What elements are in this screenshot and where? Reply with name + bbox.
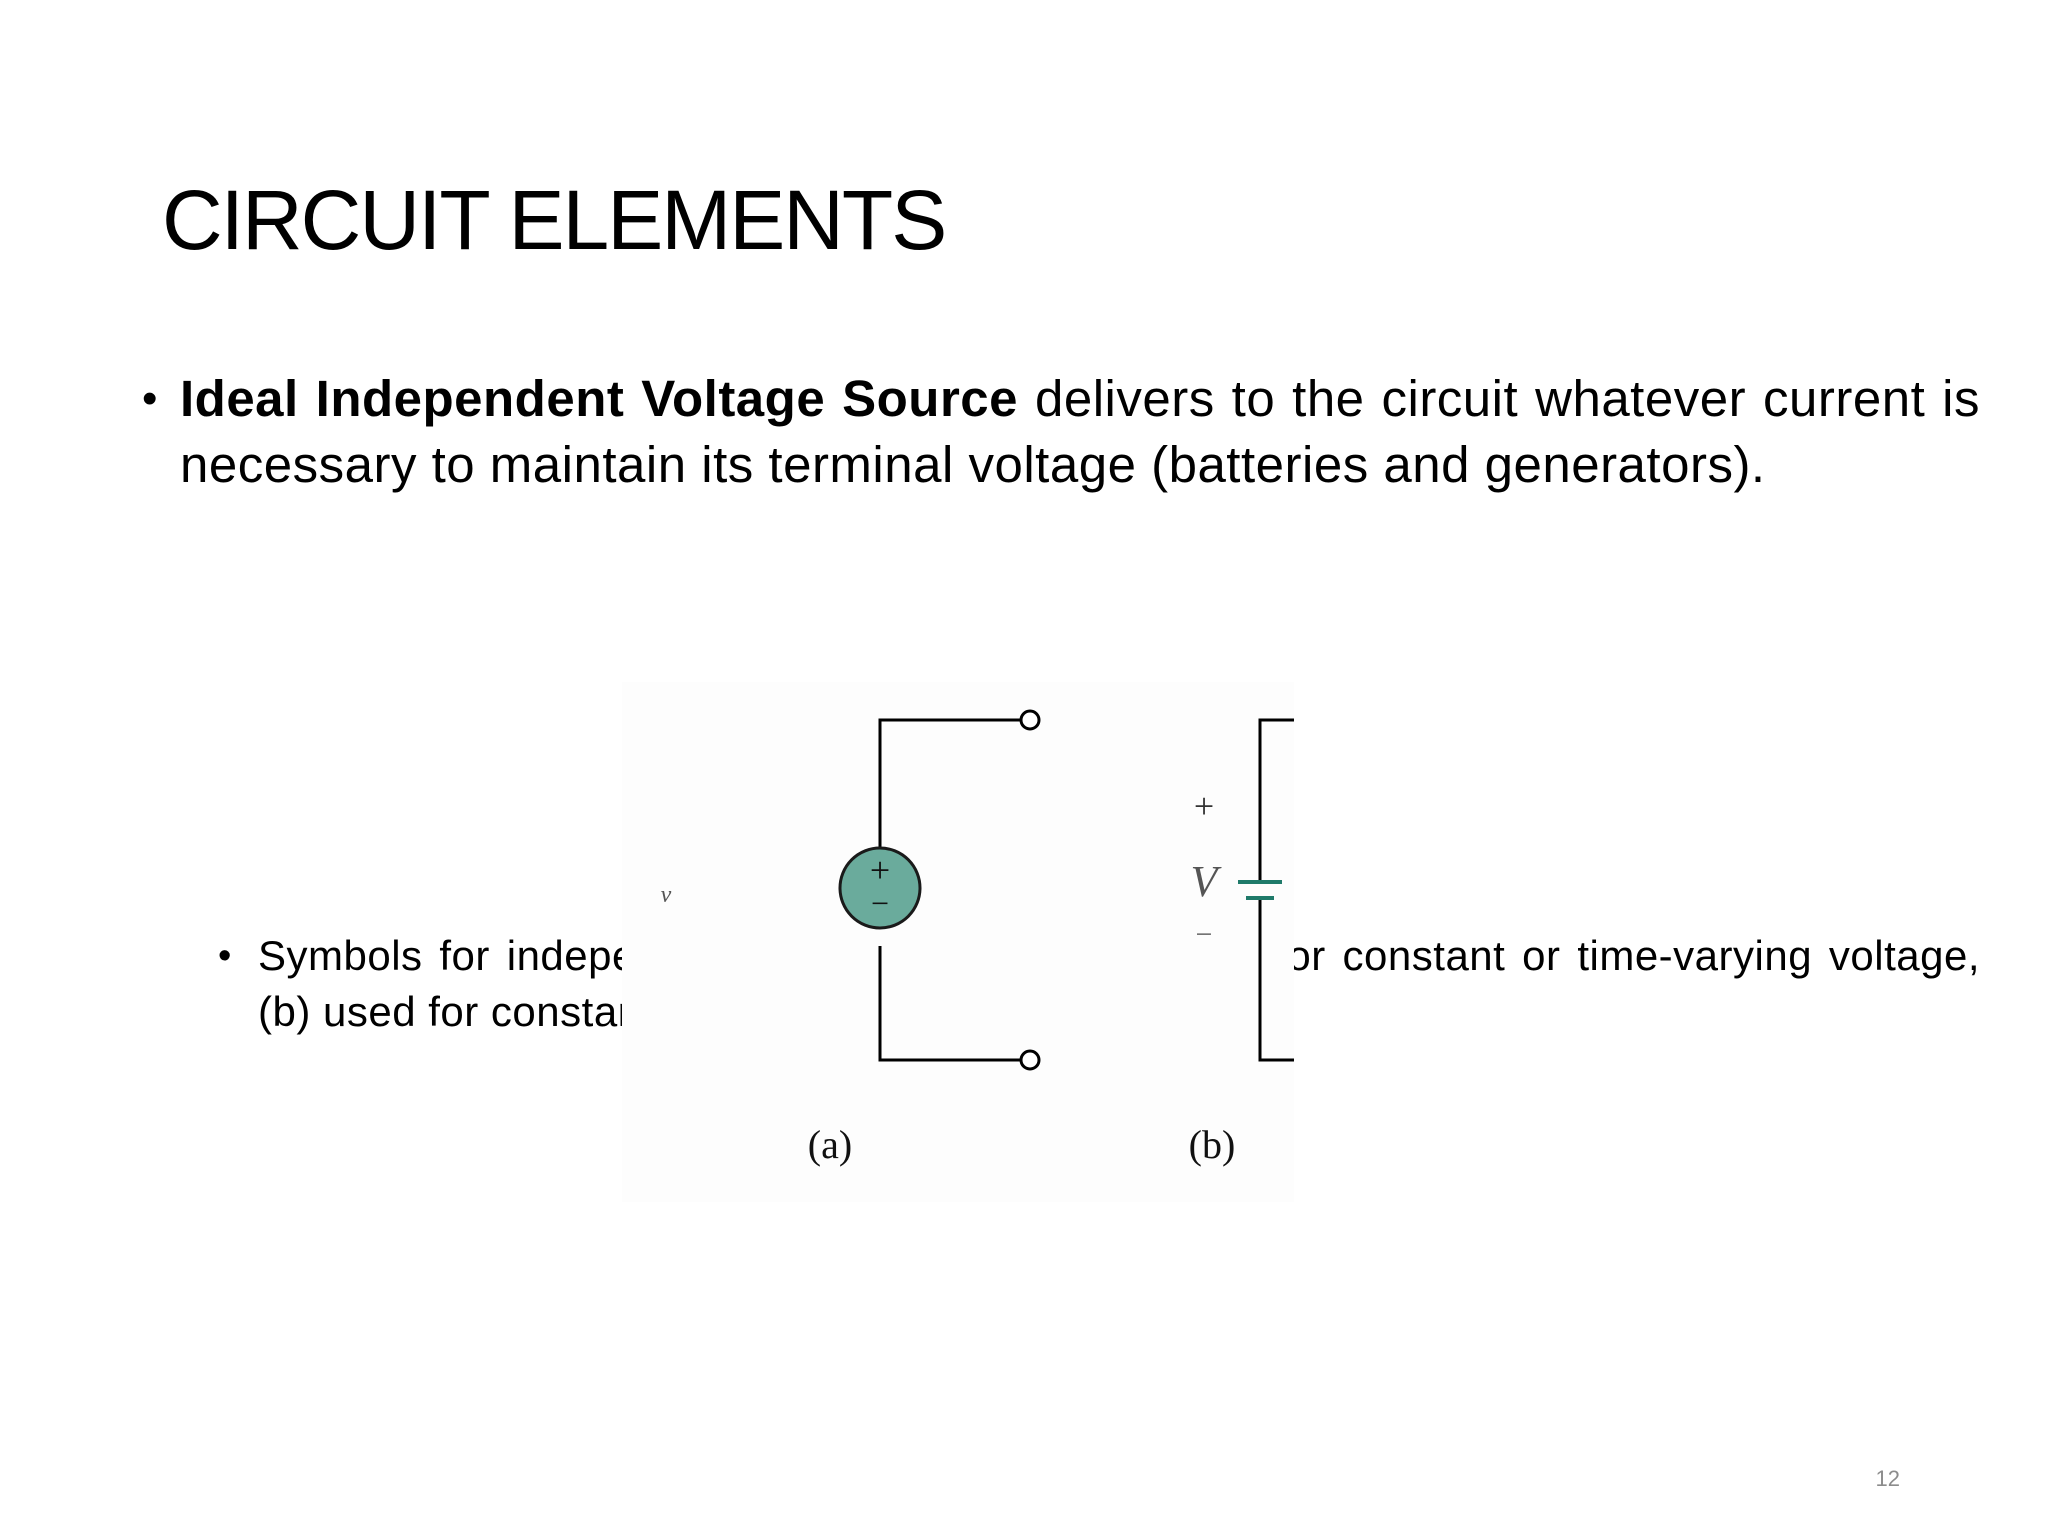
source-b-plus: + <box>1194 786 1214 826</box>
wire-b-top <box>1258 718 1294 882</box>
voltage-source-symbols-diagram: + − v (a) + V − (b) <box>661 709 1294 1167</box>
source-b-label: V <box>1191 857 1223 906</box>
slide-title: CIRCUIT ELEMENTS <box>162 173 947 267</box>
symbol-a <box>878 709 1041 1071</box>
page-number: 12 <box>1875 1466 1900 1491</box>
source-b-minus: − <box>1196 918 1213 951</box>
symbol-b <box>1258 718 1294 1062</box>
voltage-source-symbols-figure: + − v (a) + V − (b) <box>622 682 1294 1202</box>
main-bullet: • Ideal Independent Voltage Source deliv… <box>142 366 1980 498</box>
wire-b-bottom <box>1258 900 1294 1062</box>
wire-a-bottom <box>878 946 1022 1062</box>
caption-b: (b) <box>1189 1122 1236 1167</box>
main-bullet-bold-lead: Ideal Independent Voltage Source <box>180 370 1019 427</box>
main-bullet-text: Ideal Independent Voltage Source deliver… <box>180 366 1980 498</box>
bullet-marker: • <box>142 374 158 423</box>
independent-voltage-source-icon <box>838 846 922 930</box>
wire-a-top <box>878 718 1022 888</box>
main-bullet-body: delivers to the circuit whatever current… <box>180 370 1981 493</box>
bullet-marker: • <box>218 935 232 977</box>
terminal-a-top <box>1019 709 1041 731</box>
source-a-label: v <box>661 882 672 908</box>
terminal-a-bottom <box>1019 1049 1041 1071</box>
source-a-plus: + <box>870 850 890 890</box>
caption-a: (a) <box>808 1122 852 1167</box>
source-a-minus: − <box>871 885 889 921</box>
